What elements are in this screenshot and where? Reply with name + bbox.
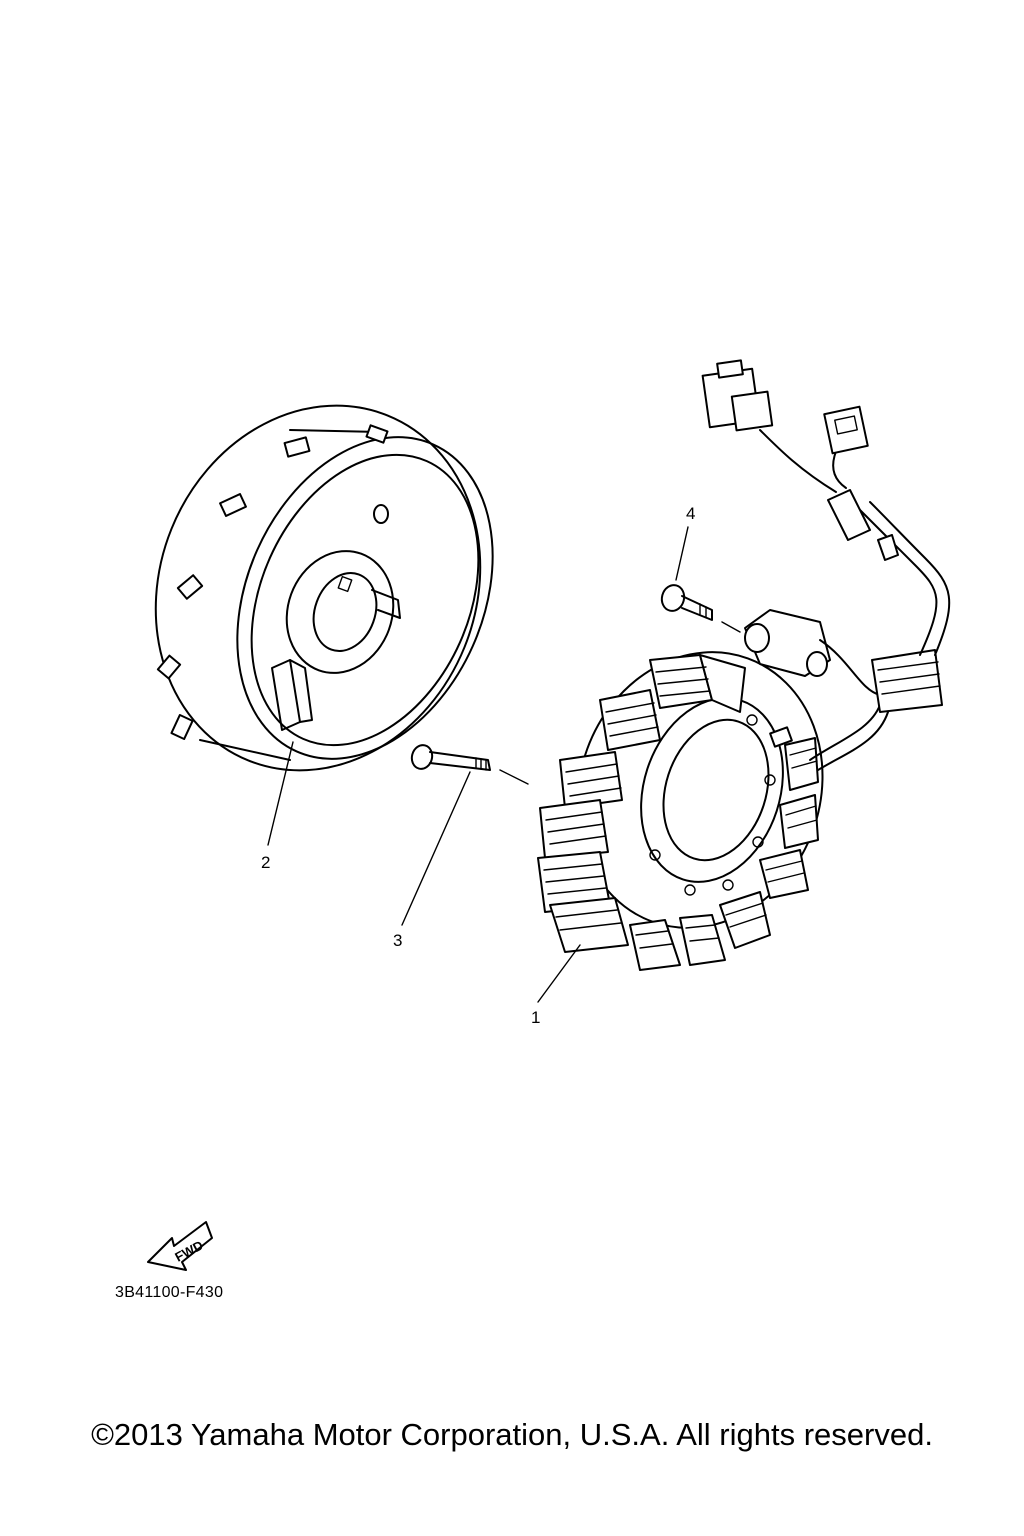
diagram-part-code: 3B41100-F430 [115, 1284, 224, 1301]
callout-3: 3 [393, 931, 402, 950]
leader-line-4 [675, 526, 689, 581]
fwd-arrow-icon: FWD [147, 1221, 213, 1271]
stator-coils [537, 654, 819, 971]
callout-2: 2 [261, 853, 270, 872]
wire-harness [701, 359, 951, 771]
leader-line-2 [267, 741, 294, 846]
stator-bolt [410, 744, 529, 785]
fwd-label: FWD [172, 1237, 205, 1264]
copyright-notice: ©2013 Yamaha Motor Corporation, U.S.A. A… [91, 1417, 933, 1452]
pickup-coil-bolt [660, 584, 741, 633]
rotor-flywheel [154, 404, 494, 772]
callout-4: 4 [686, 504, 695, 523]
leader-line-3 [401, 771, 471, 926]
callout-1: 1 [531, 1008, 540, 1027]
leader-line-1 [537, 944, 581, 1003]
stator-assembly [537, 651, 824, 971]
callout-numbers: 1 2 3 4 [261, 504, 695, 1027]
callout-leaders [267, 526, 689, 1003]
